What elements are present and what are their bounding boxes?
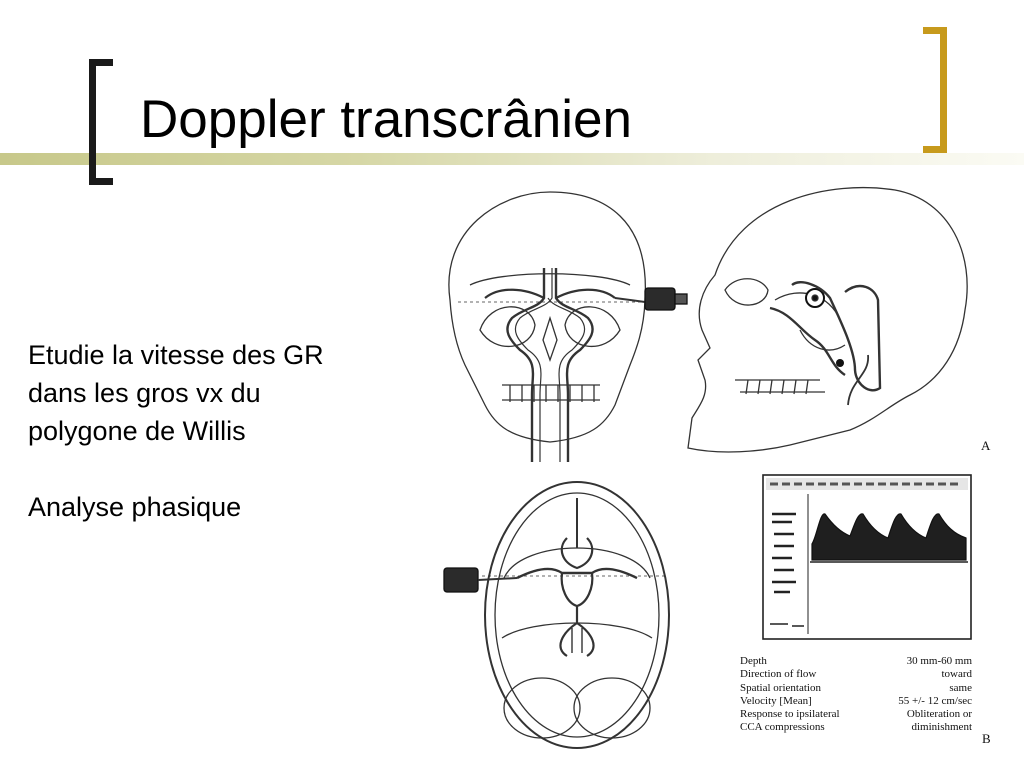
body-line: Etudie la vitesse des GR <box>28 340 324 370</box>
parameter-name: Depth <box>740 655 767 667</box>
parameter-name: Direction of flow <box>740 668 817 681</box>
parameter-name: Spatial orientation <box>740 681 821 694</box>
parameter-name: CCA compressions <box>740 721 825 734</box>
skull-front-illustration <box>448 191 688 462</box>
doppler-spectrum-display <box>762 474 972 640</box>
parameter-value: 30 mm-60 mm <box>906 655 972 667</box>
body-line: polygone de Willis <box>28 416 246 446</box>
parameter-name: Response to ipsilateral <box>740 708 840 721</box>
parameter-row: Response to ipsilateral Obliteration or <box>740 708 972 721</box>
right-bracket-decoration <box>923 27 947 153</box>
parameter-row: Direction of flow toward <box>740 668 972 681</box>
parameter-row: Velocity [Mean] 55 +/- 12 cm/sec <box>740 695 972 708</box>
parameter-row: Depth 30 mm-60 mm <box>740 655 972 668</box>
axial-section-illustration <box>443 481 670 749</box>
parameter-value: diminishment <box>911 721 973 734</box>
doppler-parameters-table: Depth 30 mm-60 mm Direction of flow towa… <box>740 655 972 735</box>
slide-title: Doppler transcrânien <box>140 90 632 149</box>
parameter-row: Spatial orientation same <box>740 682 972 695</box>
parameter-value: toward <box>941 668 972 681</box>
parameter-row: CCA compressions diminishment <box>740 721 972 734</box>
parameter-value: 55 +/- 12 cm/sec <box>898 694 972 707</box>
body-line: dans les gros vx du <box>28 378 261 408</box>
body-line-phasic: Analyse phasique <box>28 492 242 522</box>
skull-side-illustration <box>687 187 968 453</box>
title-band <box>0 153 1024 165</box>
figure-label-a: A <box>981 438 991 453</box>
left-bracket-decoration <box>89 59 113 185</box>
parameter-name: Velocity [Mean] <box>740 694 812 707</box>
parameter-value: Obliteration or <box>906 708 972 721</box>
parameter-value: same <box>949 681 972 694</box>
body-text: Etudie la vitesse des GR dans les gros v… <box>28 336 428 526</box>
figure-label-b: B <box>982 731 991 746</box>
